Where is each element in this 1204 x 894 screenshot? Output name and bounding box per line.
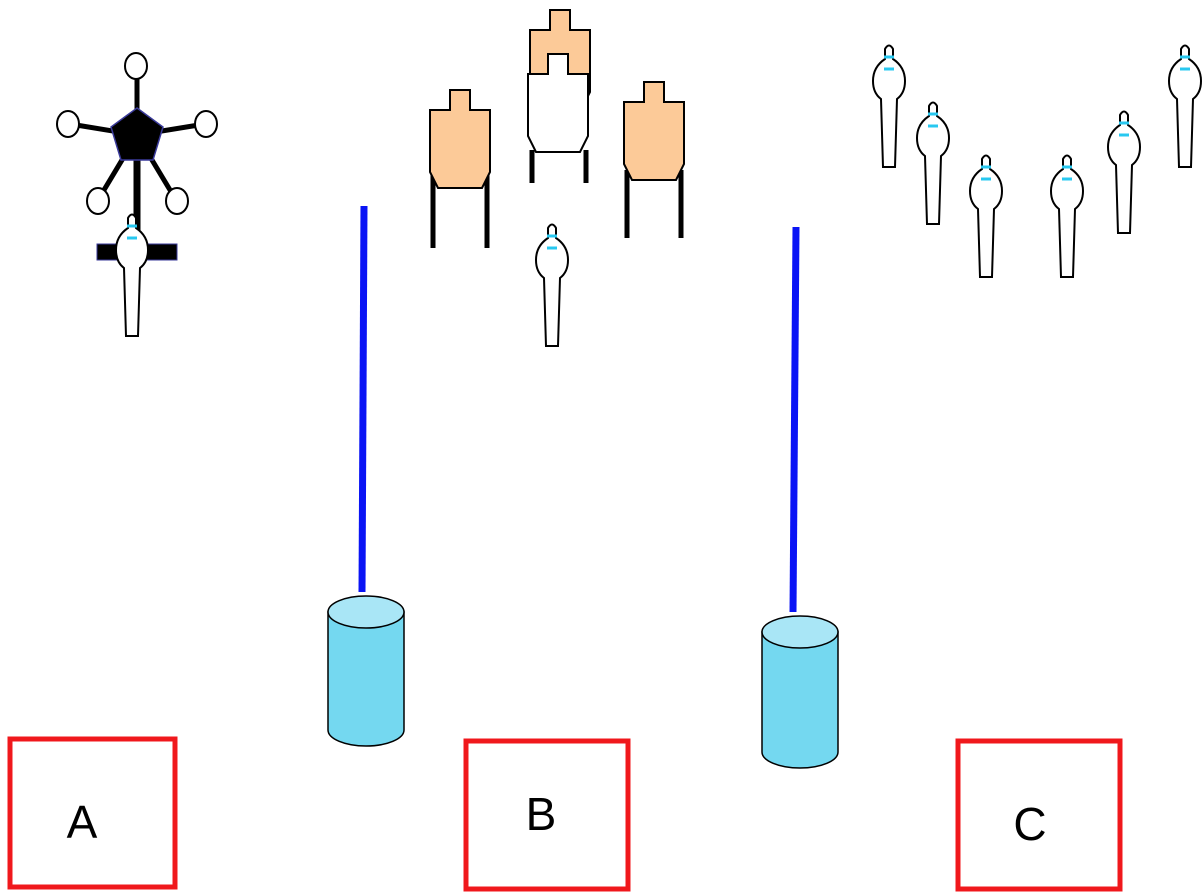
cardboard-target-left <box>429 89 491 248</box>
fault-line-right <box>789 226 800 613</box>
swinger-plate-icon <box>86 187 110 215</box>
shooting-box-b: B <box>463 738 631 892</box>
pepper-popper-icon <box>1049 154 1085 279</box>
swinger-plate-icon <box>194 110 218 138</box>
shooting-box-label: B <box>526 788 557 840</box>
swinger-target <box>56 52 218 338</box>
pepper-popper-icon <box>915 101 951 226</box>
shooting-box-label: A <box>67 796 98 848</box>
pepper-popper-icon <box>1106 110 1142 235</box>
no-shoot-target <box>527 53 589 183</box>
pepper-popper-icon <box>968 154 1004 279</box>
shooting-box-a: A <box>7 736 178 890</box>
fault-line-left <box>358 205 368 593</box>
pepper-popper-icon <box>534 223 570 348</box>
cardboard-target-right <box>623 81 685 238</box>
swinger-hub-icon <box>110 107 164 161</box>
pepper-popper-icon <box>871 44 907 169</box>
swinger-plate-icon <box>165 187 189 215</box>
barrel-left-icon <box>327 595 405 747</box>
popper-array-right <box>871 44 1203 279</box>
cardboard-target-group <box>429 9 685 248</box>
pepper-popper-icon <box>114 213 150 338</box>
shooting-box-c: C <box>955 738 1123 892</box>
swinger-plate-icon <box>124 52 148 80</box>
shooting-box-label: C <box>1013 798 1046 850</box>
swinger-plate-icon <box>56 110 80 138</box>
barrel-right-icon <box>761 615 839 769</box>
pepper-popper-icon <box>1167 44 1203 169</box>
